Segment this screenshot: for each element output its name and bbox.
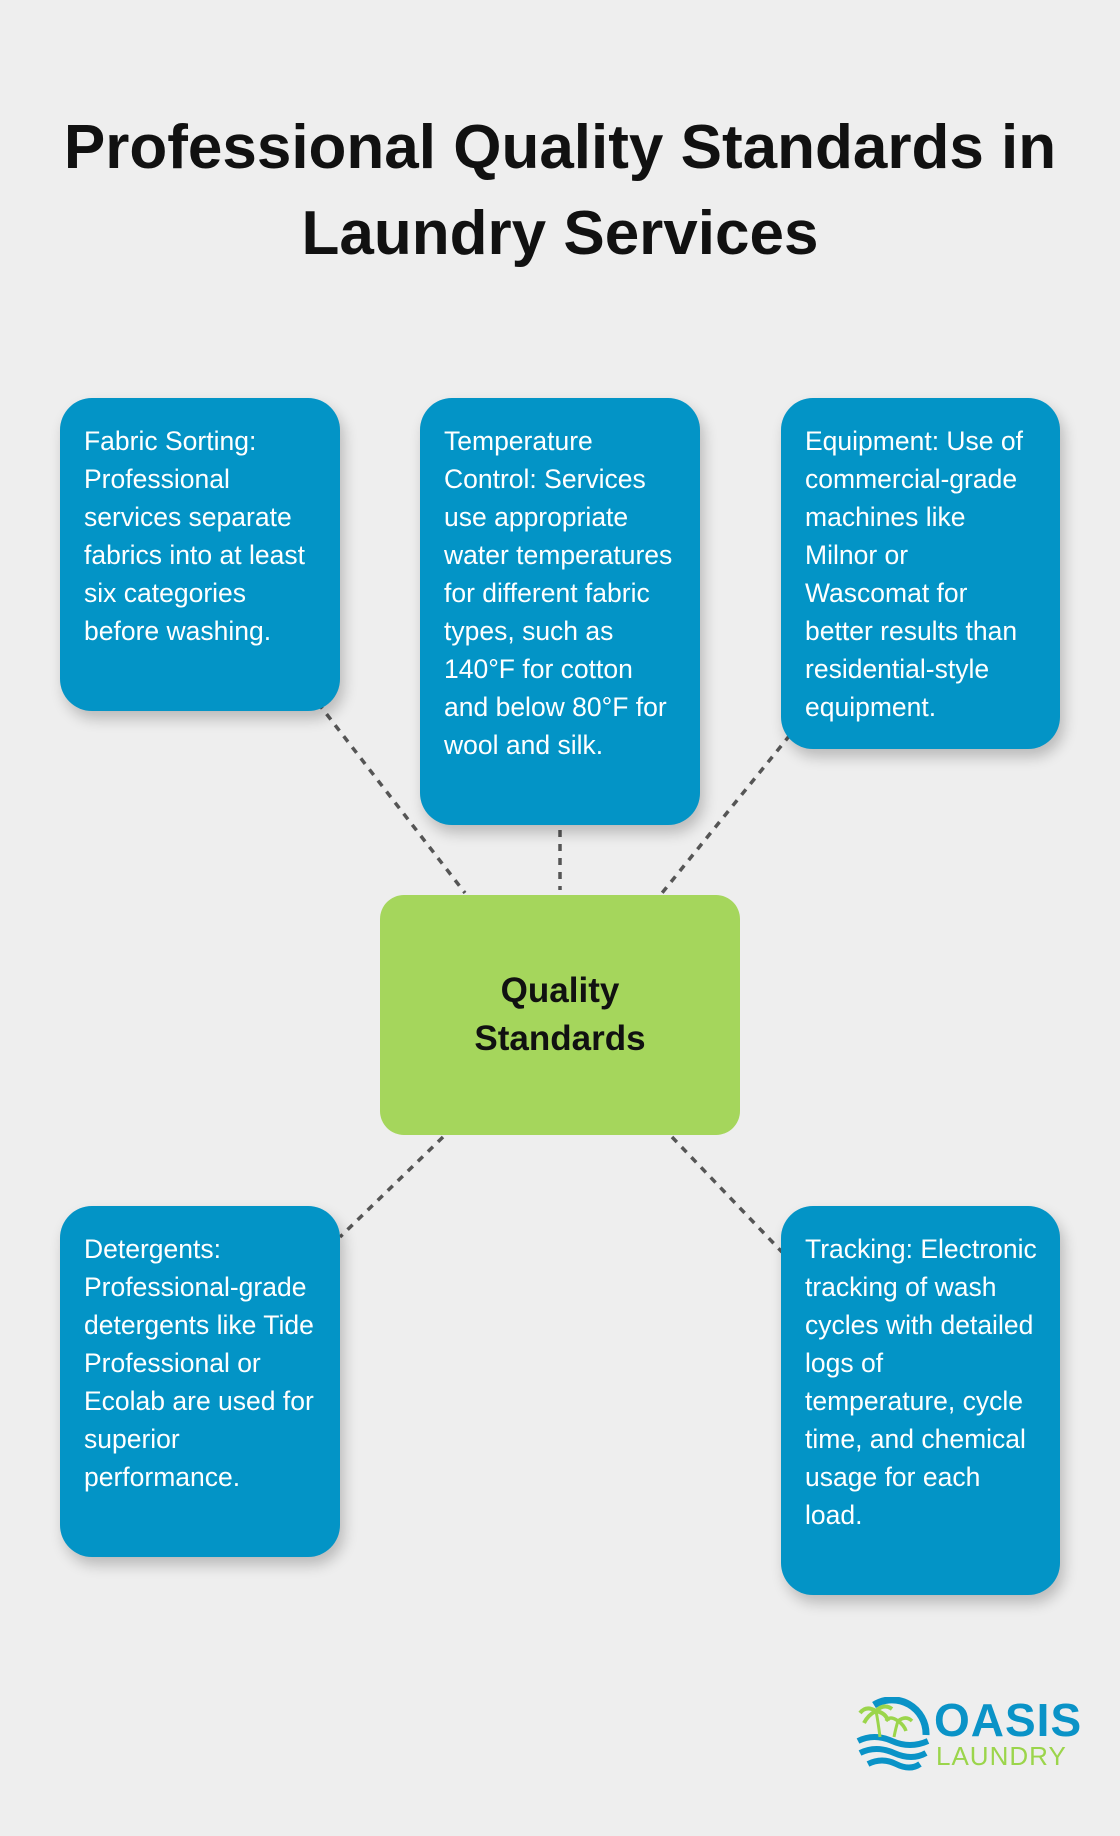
- logo-text-laundry: LAUNDRY: [936, 1741, 1067, 1771]
- node-detergents: Detergents: Professional-grade detergent…: [60, 1206, 340, 1557]
- connector-tracking: [670, 1135, 784, 1254]
- node-tracking: Tracking: Electronic tracking of wash cy…: [781, 1206, 1060, 1595]
- logo-text-oasis: OASIS: [934, 1694, 1083, 1746]
- node-equipment: Equipment: Use of commercial-grade machi…: [781, 398, 1060, 749]
- node-fabric-sorting: Fabric Sorting: Professional services se…: [60, 398, 340, 711]
- center-node-quality-standards: Quality Standards: [380, 895, 740, 1135]
- node-temperature-control: Temperature Control: Services use approp…: [420, 398, 700, 825]
- oasis-laundry-logo: OASIS LAUNDRY: [854, 1694, 1081, 1777]
- connector-equipment: [660, 733, 792, 895]
- palm-wave-logo-icon: [856, 1696, 930, 1771]
- page-title: Professional Quality Standards in Laundr…: [63, 113, 1057, 268]
- connector-fabric-sorting: [316, 701, 467, 895]
- connector-detergents: [338, 1135, 445, 1239]
